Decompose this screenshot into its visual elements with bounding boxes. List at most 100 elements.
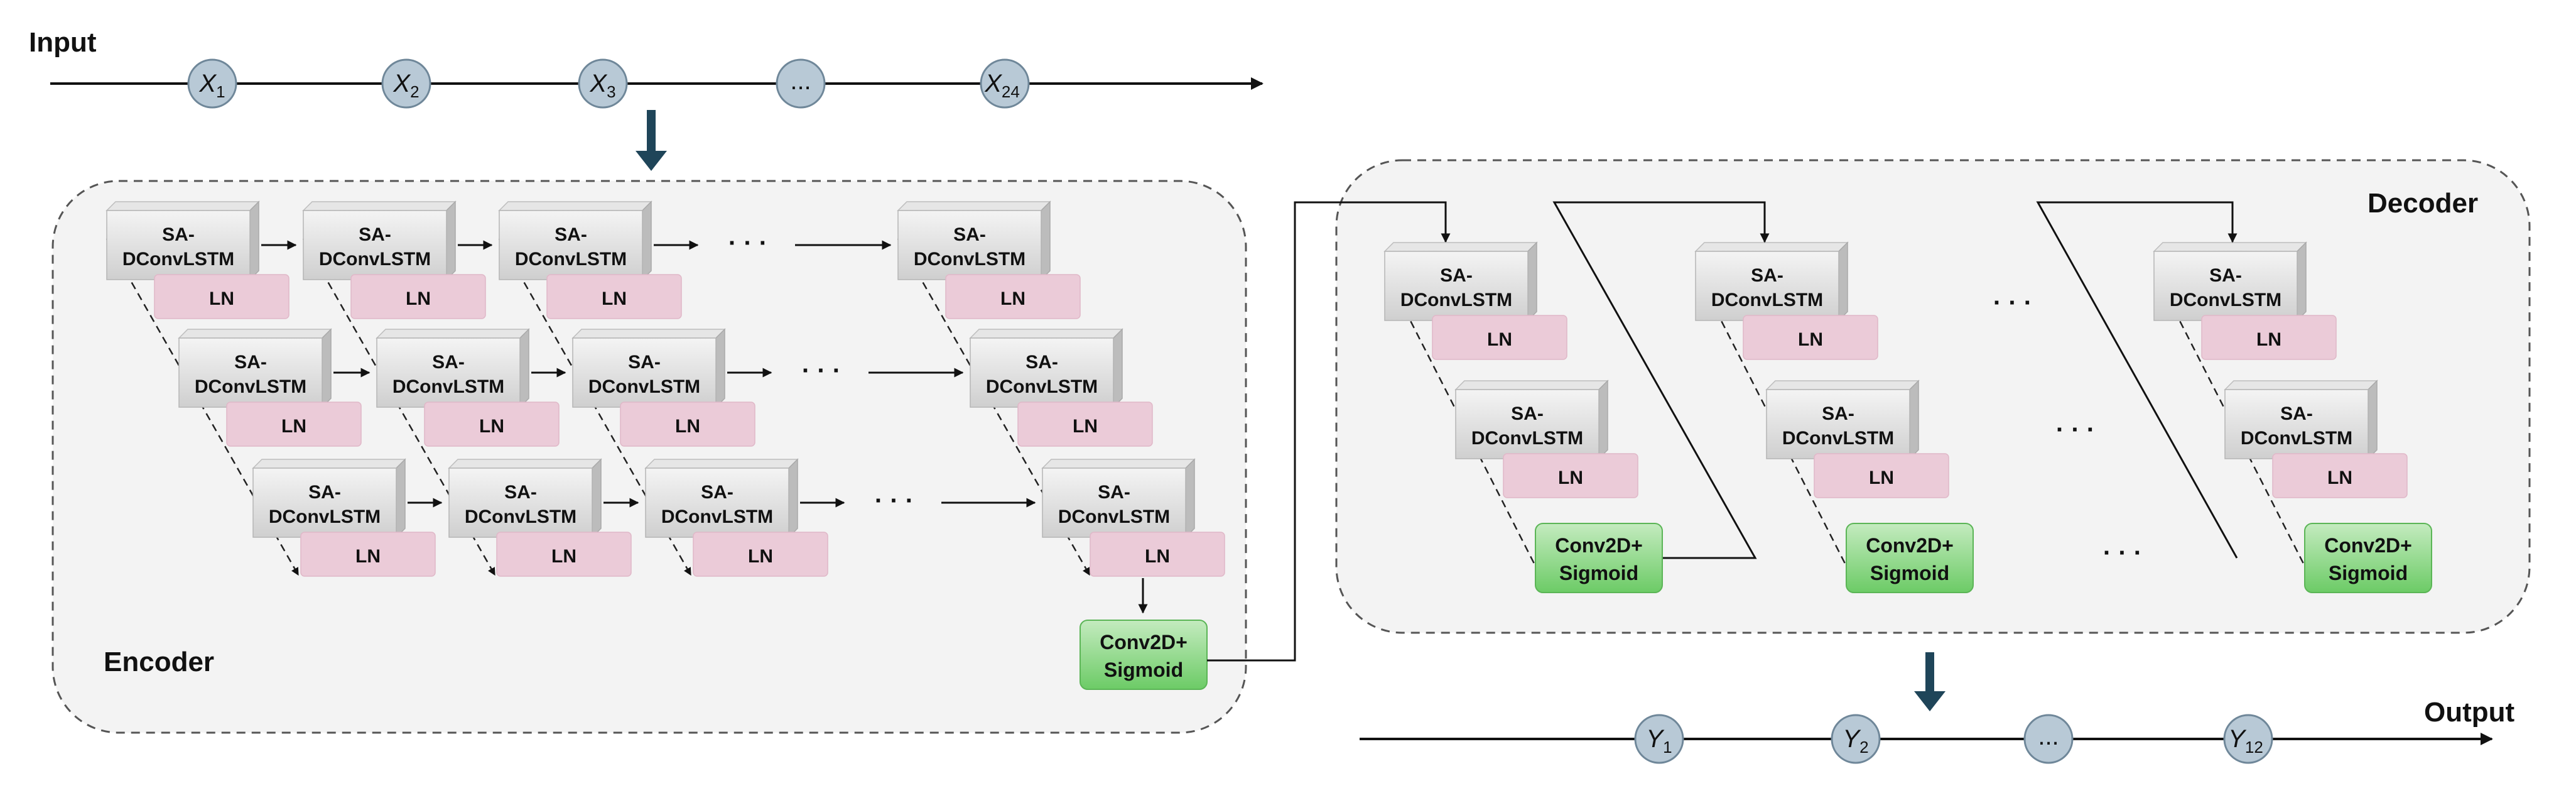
cell-label-line2: DConvLSTM bbox=[1782, 428, 1894, 449]
decoder-ellipsis: · · · bbox=[2056, 416, 2095, 444]
ln-label: LN bbox=[748, 546, 773, 567]
sequence-ellipsis: · · · bbox=[875, 487, 914, 515]
output-node-y1: Y1 bbox=[1634, 714, 1684, 764]
ln-box bbox=[2201, 315, 2337, 360]
output-node-y12: Y12 bbox=[2223, 714, 2273, 764]
ln-box bbox=[226, 402, 362, 447]
conv2d-sigmoid-block: Conv2D+Sigmoid bbox=[1535, 523, 1663, 593]
cell-label-line2: DConvLSTM bbox=[319, 249, 431, 270]
network-blocks: SA- DConvLSTM LN SA- DConvLSTM LN SA- DConvLSTM… bbox=[106, 200, 2432, 690]
ln-label: LN bbox=[1798, 329, 1823, 350]
ln-box bbox=[1432, 315, 1567, 360]
conv2d-label: Conv2D+ bbox=[1100, 631, 1188, 654]
ln-box bbox=[1814, 453, 1949, 498]
cell-label-line2: DConvLSTM bbox=[661, 506, 773, 527]
cell-label-line2: DConvLSTM bbox=[515, 249, 627, 270]
cell-label-line2: DConvLSTM bbox=[1471, 428, 1583, 449]
decoder-ellipsis: · · · bbox=[2103, 539, 2142, 567]
cell-label-line1: SA- bbox=[1511, 403, 1544, 424]
cell-label-line2: DConvLSTM bbox=[2241, 428, 2352, 449]
svg-text:Y12: Y12 bbox=[2228, 725, 2263, 757]
ln-label: LN bbox=[1487, 329, 1512, 350]
ln-label: LN bbox=[281, 416, 306, 437]
ln-label: LN bbox=[1000, 288, 1026, 309]
cell-label-line1: SA- bbox=[432, 352, 465, 373]
decoder-feedback-connection bbox=[2036, 201, 2238, 559]
cell-label-line1: SA- bbox=[953, 224, 986, 245]
svg-text:X24: X24 bbox=[984, 70, 1020, 101]
sigmoid-label: Sigmoid bbox=[2329, 562, 2408, 584]
svg-text:...: ... bbox=[2038, 723, 2059, 750]
sa-dconvlstm-cell: SA- DConvLSTM LN bbox=[1454, 380, 1638, 498]
ln-label: LN bbox=[602, 288, 627, 309]
cell-label-line1: SA- bbox=[628, 352, 661, 373]
input-label: Input bbox=[29, 27, 97, 58]
sequence-ellipsis: · · · bbox=[802, 357, 841, 385]
ln-box bbox=[1090, 532, 1225, 577]
encoder-panel bbox=[51, 180, 1247, 734]
cell-label-line2: DConvLSTM bbox=[465, 506, 576, 527]
cell-label-line1: SA- bbox=[308, 482, 341, 503]
cell-label-line1: SA- bbox=[1026, 352, 1058, 373]
conv2d-sigmoid-block: Conv2D+Sigmoid bbox=[1846, 523, 1974, 593]
ln-box bbox=[620, 402, 755, 447]
sequence-ellipsis: · · · bbox=[728, 229, 767, 257]
ln-label: LN bbox=[551, 546, 576, 567]
decoder-label: Decoder bbox=[2368, 188, 2478, 219]
ln-label: LN bbox=[1558, 468, 1583, 488]
cell-label-line2: DConvLSTM bbox=[1058, 506, 1170, 527]
sigmoid-label: Sigmoid bbox=[1104, 659, 1183, 681]
cell-label-line2: DConvLSTM bbox=[588, 376, 700, 397]
ln-label: LN bbox=[406, 288, 431, 309]
sa-dconvlstm-cell: SA- DConvLSTM LN bbox=[644, 458, 828, 577]
cell-label-line1: SA- bbox=[1751, 265, 1783, 286]
sa-dconvlstm-cell: SA- DConvLSTM LN bbox=[302, 200, 486, 319]
ln-label: LN bbox=[479, 416, 504, 437]
input-node-x2: X2 bbox=[381, 58, 431, 109]
svg-text:...: ... bbox=[790, 67, 811, 95]
cell-label-line2: DConvLSTM bbox=[392, 376, 504, 397]
ln-box bbox=[1017, 402, 1153, 447]
ln-label: LN bbox=[209, 288, 234, 309]
ln-box bbox=[496, 532, 632, 577]
sa-dconvlstm-cell: SA- DConvLSTM LN bbox=[376, 328, 560, 447]
svg-text:Y1: Y1 bbox=[1646, 725, 1672, 757]
svg-text:X3: X3 bbox=[589, 70, 615, 101]
cell-label-line2: DConvLSTM bbox=[2170, 290, 2281, 310]
encoder-label: Encoder bbox=[104, 647, 214, 677]
cell-label-line2: DConvLSTM bbox=[986, 376, 1098, 397]
ln-box bbox=[693, 532, 828, 577]
sigmoid-label: Sigmoid bbox=[1559, 562, 1638, 584]
decoder-feedback-connection bbox=[1552, 201, 1770, 559]
cell-label-line1: SA- bbox=[2209, 265, 2242, 286]
input-down-arrow bbox=[636, 110, 667, 171]
output-label: Output bbox=[2424, 697, 2515, 728]
cell-label-line2: DConvLSTM bbox=[122, 249, 234, 270]
cell-label-line1: SA- bbox=[701, 482, 733, 503]
cell-label-line1: SA- bbox=[359, 224, 391, 245]
svg-text:Y2: Y2 bbox=[1843, 725, 1868, 757]
ln-label: LN bbox=[355, 546, 381, 567]
decoder-ellipsis: · · · bbox=[1993, 289, 2032, 317]
ln-box bbox=[945, 274, 1081, 319]
cell-label-line1: SA- bbox=[1098, 482, 1130, 503]
sa-dconvlstm-cell: SA- DConvLSTM LN bbox=[106, 200, 290, 319]
conv2d-label: Conv2D+ bbox=[2324, 534, 2412, 557]
svg-text:X2: X2 bbox=[392, 70, 419, 101]
conv2d-sigmoid-block: Conv2D+ Sigmoid bbox=[2304, 523, 2432, 593]
sa-dconvlstm-cell: SA- DConvLSTM LN bbox=[1694, 241, 1878, 360]
cell-label-line2: DConvLSTM bbox=[1711, 290, 1823, 310]
cell-label-line1: SA- bbox=[234, 352, 267, 373]
ln-box bbox=[424, 402, 560, 447]
encoder-to-decoder-connection bbox=[1207, 201, 1451, 662]
cell-label-line1: SA- bbox=[162, 224, 195, 245]
